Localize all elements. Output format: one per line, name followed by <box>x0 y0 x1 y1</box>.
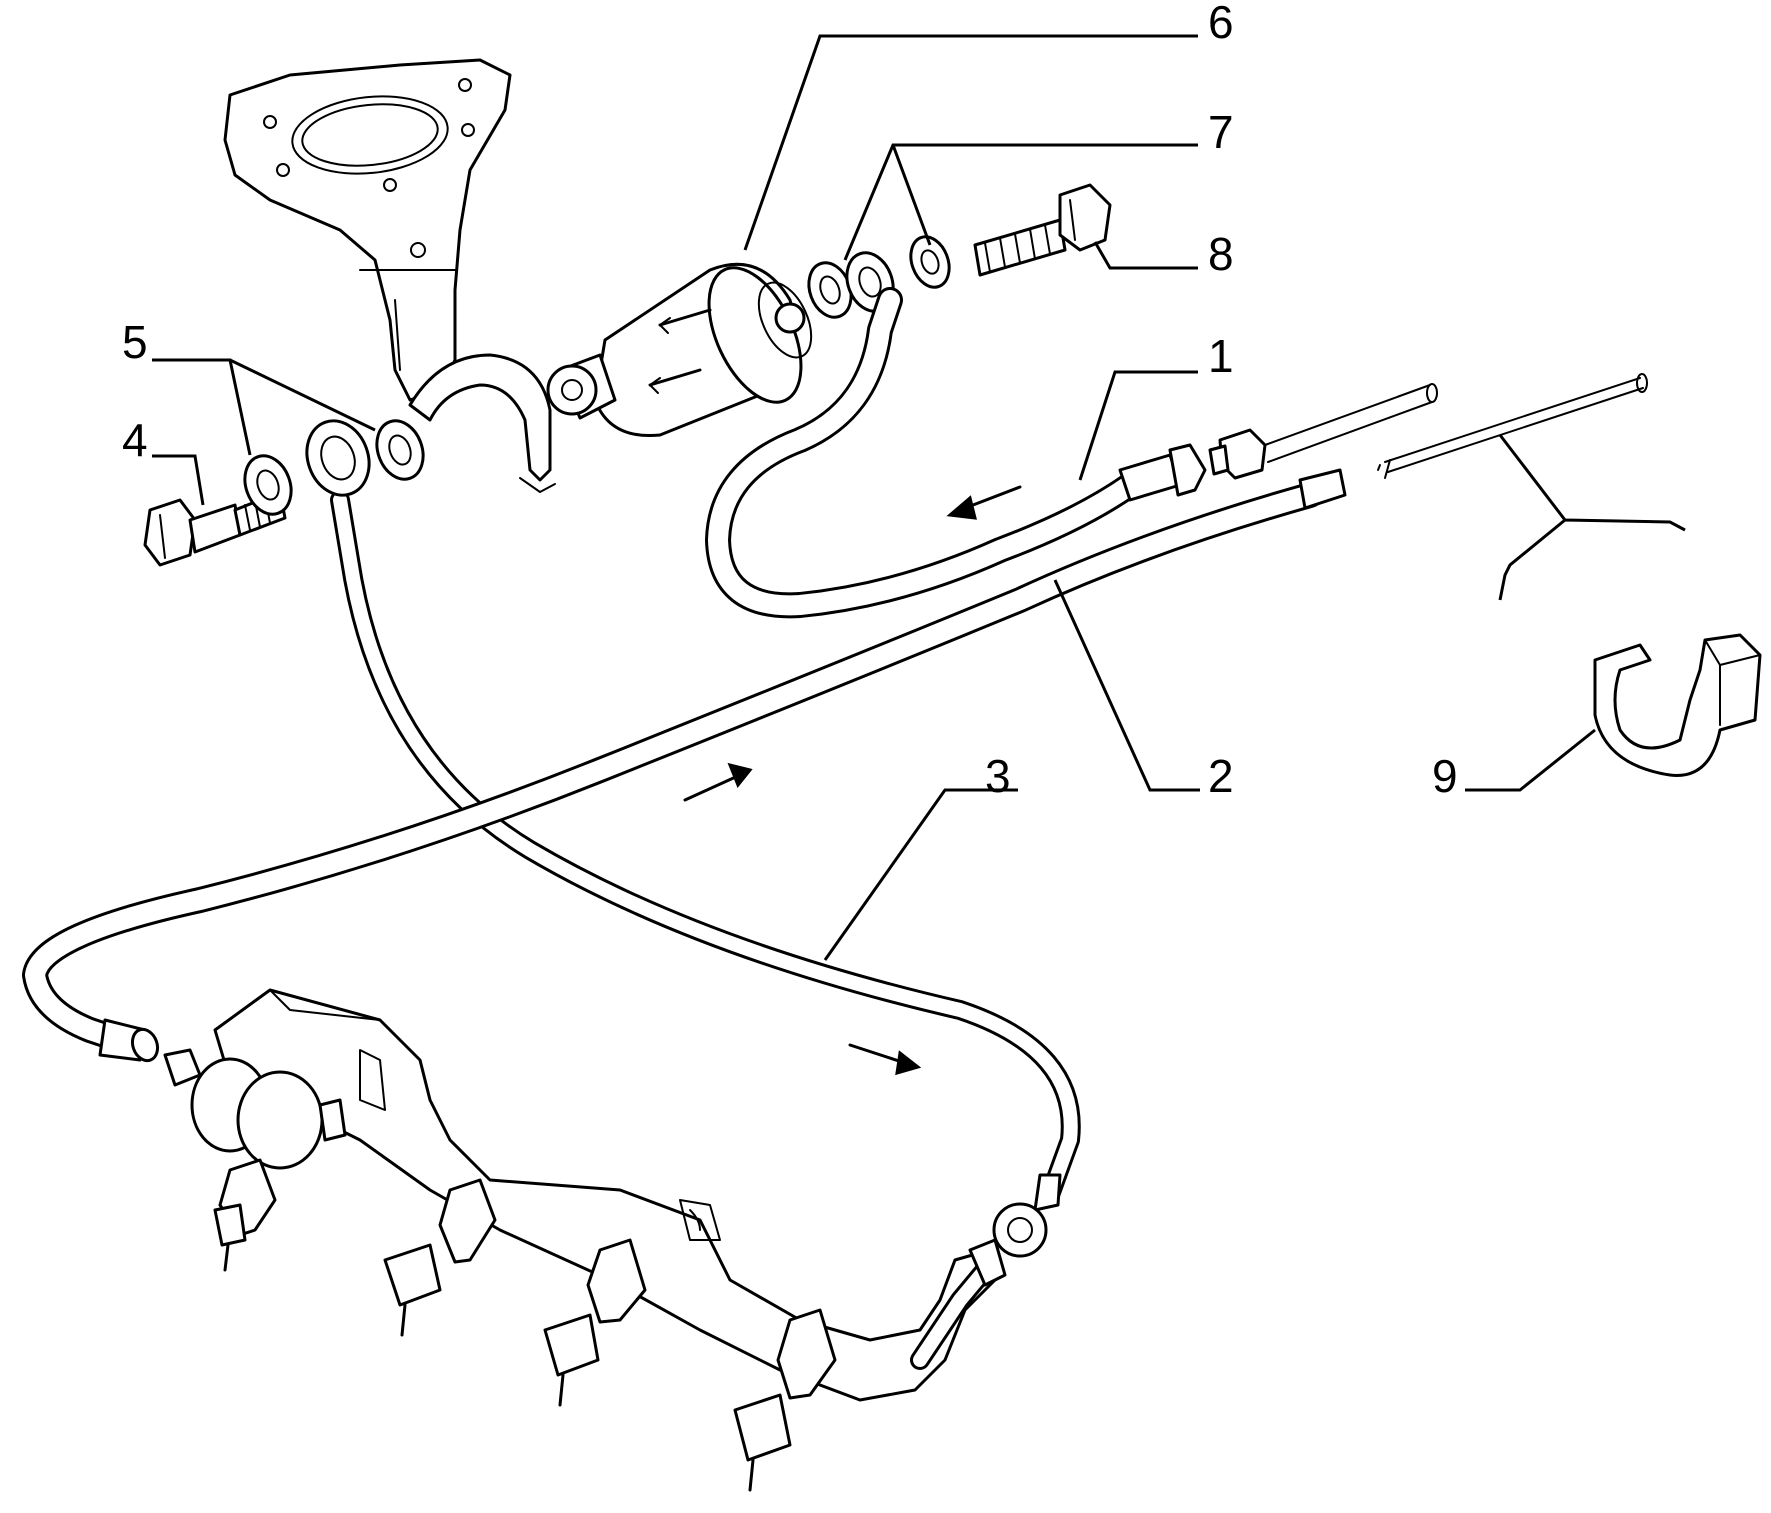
tube-end-detail <box>1377 373 1648 479</box>
filter-clamp <box>408 353 556 493</box>
mounting-bracket <box>223 58 512 402</box>
injector-1 <box>213 1158 277 1272</box>
injector-2 <box>383 1178 497 1337</box>
callout-7: 7 <box>1208 106 1234 158</box>
flow-arrow-return <box>683 762 753 802</box>
fuel-rail-assembly <box>163 988 1007 1492</box>
return-hose-2 <box>22 468 1347 1063</box>
group-bracket <box>1498 434 1686 601</box>
callout-5: 5 <box>122 316 148 368</box>
callout-6: 6 <box>1208 0 1234 48</box>
inlet-banjo-bolt <box>143 490 287 567</box>
outlet-banjo-bolt <box>973 183 1112 277</box>
callout-1: 1 <box>1208 330 1234 382</box>
hose-clip <box>1593 633 1762 777</box>
fuel-filter <box>546 262 813 438</box>
callout-8: 8 <box>1208 228 1234 280</box>
injector-3 <box>543 1238 647 1407</box>
supply-hose-1 <box>705 287 1438 619</box>
leader-lines <box>152 34 1596 961</box>
injector-4 <box>733 1308 837 1492</box>
callout-9: 9 <box>1432 750 1458 802</box>
callout-3: 3 <box>985 750 1011 802</box>
flow-arrow-supply <box>946 485 1022 520</box>
callout-2: 2 <box>1208 750 1234 802</box>
fuel-pipe-3 <box>305 419 1081 1258</box>
inlet-washers <box>243 419 425 516</box>
callout-4: 4 <box>122 414 148 466</box>
flow-arrow-feed <box>848 1043 922 1076</box>
